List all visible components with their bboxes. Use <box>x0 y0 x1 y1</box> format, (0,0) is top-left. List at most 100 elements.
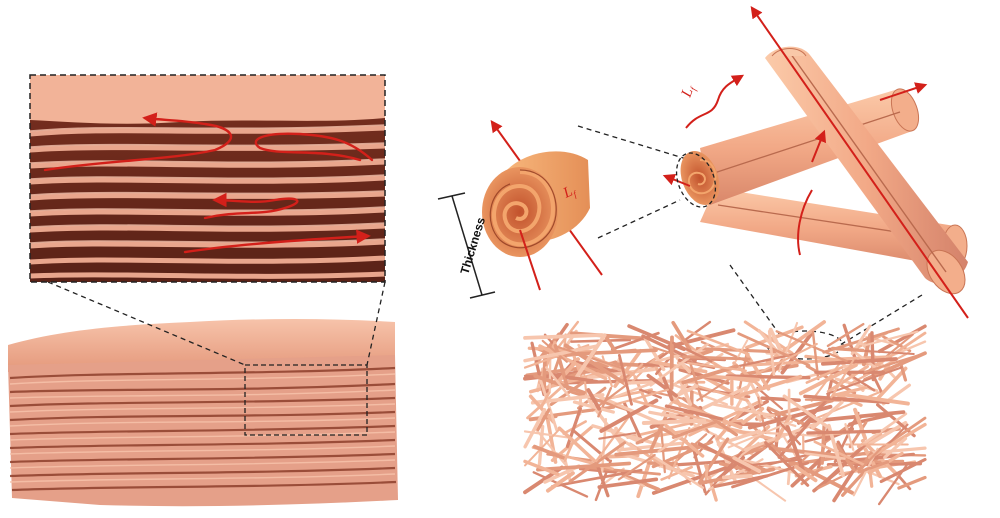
fiber-strand <box>823 443 867 484</box>
fiber-strand <box>686 362 747 372</box>
rod-upper <box>680 88 920 206</box>
fiber-strand <box>565 407 582 449</box>
fiber-strand <box>617 453 656 481</box>
fiber-strand <box>860 412 908 447</box>
fiber-strand <box>744 358 834 367</box>
fiber-strand <box>641 418 707 425</box>
fiber-strand <box>820 357 898 366</box>
fiber-strand <box>803 394 890 405</box>
fiber-strand <box>704 464 709 485</box>
fiber-strand <box>614 388 669 406</box>
fiber-strand <box>597 477 659 489</box>
fiber-strand <box>539 378 559 432</box>
fiber-strand <box>627 324 686 352</box>
thickness-label: Thickness <box>457 215 488 276</box>
fiber-strand <box>767 329 776 377</box>
fiber-strand <box>574 333 607 380</box>
fiber-strand <box>597 394 661 425</box>
fiber-strand <box>897 475 927 490</box>
fiber-strand <box>862 330 919 347</box>
fiber-strand <box>826 366 903 395</box>
fiber-strand <box>697 437 730 485</box>
fiber-strand <box>794 453 810 469</box>
fiber-strand <box>868 469 874 488</box>
fiber-strand <box>899 361 908 382</box>
fiber-strand <box>794 464 818 483</box>
fiber-strand <box>537 424 545 466</box>
selection-box <box>244 364 368 436</box>
fiber-strand <box>595 462 610 498</box>
fiber-strand <box>848 413 893 426</box>
fiber-strand <box>545 366 571 398</box>
fiber-strand <box>538 344 608 381</box>
rod-diagonal <box>765 46 968 295</box>
fiber-strand <box>785 425 805 473</box>
fiber-strand <box>848 420 868 449</box>
crossing-rods: Lf <box>662 6 969 319</box>
fiber-strand <box>651 464 734 495</box>
fiber-strand <box>650 454 705 490</box>
fiber-strand <box>756 386 784 410</box>
fiber-strand <box>804 452 846 460</box>
fiber-strand <box>713 474 769 489</box>
fiber-strand <box>671 320 693 353</box>
fiber-strand <box>680 382 693 407</box>
fiber-strand <box>874 416 927 454</box>
fiber-strand <box>667 328 736 349</box>
fiber-strand <box>656 349 695 363</box>
fiber-strand <box>626 363 644 381</box>
fiber-strand <box>586 388 601 411</box>
fiber-strand <box>778 321 799 373</box>
fiber-strand <box>693 384 749 402</box>
fiber-strand <box>657 420 704 453</box>
fiber-strand <box>805 366 844 384</box>
fiber-strand <box>635 430 662 445</box>
fiber-strand <box>572 400 615 414</box>
fiber-strand <box>671 420 718 440</box>
fiber-strand <box>768 446 846 459</box>
fiber-strand <box>721 474 753 480</box>
fiber-strand <box>734 374 803 399</box>
fiber-strand <box>871 331 927 370</box>
fiber-strand <box>688 400 760 437</box>
fiber-strand <box>747 458 803 467</box>
fiber-strand <box>798 363 858 396</box>
fiber-strand <box>523 344 599 363</box>
fiber-strand <box>649 342 709 387</box>
fiber-strand <box>672 341 713 363</box>
fiber-strand <box>737 332 811 367</box>
fiber-strand <box>830 346 865 353</box>
lf-squiggle <box>685 74 745 129</box>
fiber-strand <box>741 406 765 425</box>
fiber-strand <box>832 464 859 503</box>
fiber-strand <box>565 375 599 384</box>
fiber-strand <box>813 440 865 466</box>
fiber-strand <box>536 408 551 432</box>
fiber-strand <box>764 441 810 487</box>
fiber-strand <box>523 408 547 449</box>
fiber-strand <box>860 447 882 470</box>
fiber-strand <box>545 471 575 493</box>
fiber-strand <box>853 407 868 441</box>
fiber-strand <box>697 442 752 472</box>
fiber-strand <box>692 449 707 494</box>
fiber-network-mat <box>523 320 927 506</box>
fiber-strand <box>535 428 569 468</box>
fiber-strand <box>732 456 762 474</box>
fiber-strand <box>774 414 792 443</box>
fiber-paths-red <box>43 112 374 254</box>
fiber-strand <box>523 333 604 340</box>
fiber-strand <box>682 355 751 361</box>
fiber-strand <box>831 386 868 397</box>
fiber-strand <box>718 461 761 475</box>
fiber-strand <box>536 461 632 472</box>
fiber-strand <box>523 428 561 467</box>
zoom-connectors-middle <box>577 125 691 239</box>
fiber-strand <box>674 334 707 360</box>
fiber-strand <box>703 374 760 382</box>
fiber-strand <box>873 366 908 403</box>
fiber-strand <box>863 447 882 479</box>
fiber-strand <box>760 396 801 402</box>
fiber-strand <box>757 396 767 434</box>
